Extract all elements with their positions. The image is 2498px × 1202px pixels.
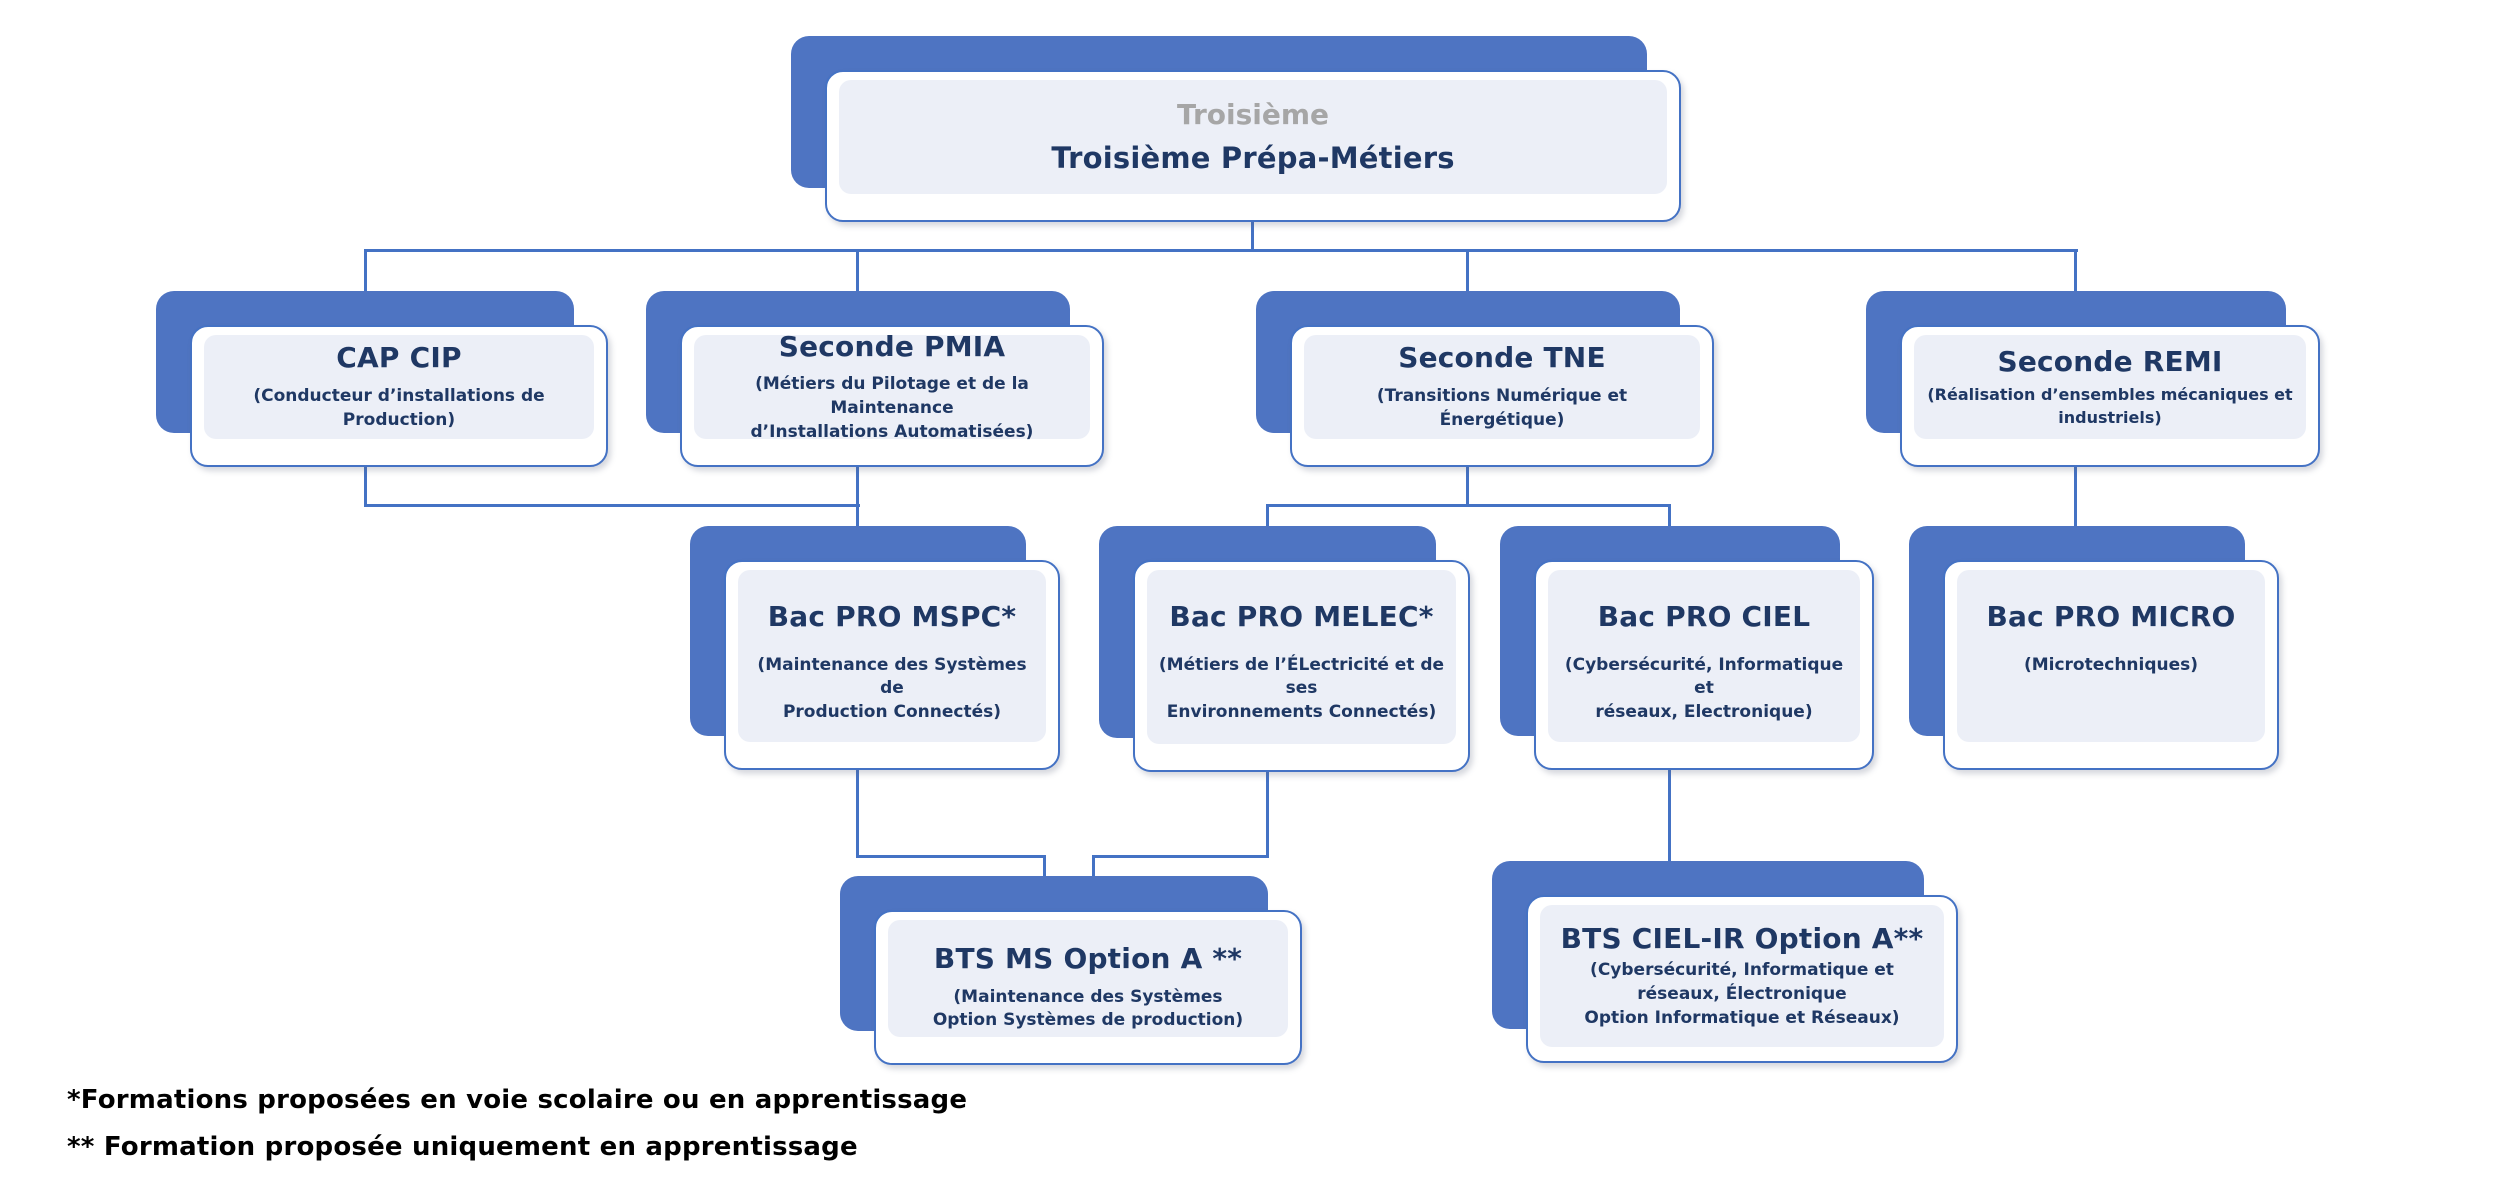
node-micro-panel: Bac PRO MICRO (Microtechniques) <box>1957 570 2265 742</box>
node-cap-cip-panel: CAP CIP (Conducteur d’installations de P… <box>204 335 594 439</box>
connector-split-melec <box>1266 504 1269 526</box>
connector-mspc-btsms <box>1043 855 1046 877</box>
node-remi-subtitle: (Réalisation d’ensembles mécaniques et i… <box>1927 385 2293 427</box>
node-cap-cip-subtitle: (Conducteur d’installations de Productio… <box>253 386 545 430</box>
node-bts-ms-panel: BTS MS Option A ** (Maintenance des Syst… <box>888 920 1288 1037</box>
footnote-scolaire-apprentissage: *Formations proposées en voie scolaire o… <box>67 1085 968 1115</box>
connector-bus-tne <box>1466 249 1469 291</box>
connector-bus-pmia <box>856 249 859 291</box>
node-bts-ciel: BTS CIEL-IR Option A** (Cybersécurité, I… <box>1492 861 1958 1063</box>
node-bts-ms-card: BTS MS Option A ** (Maintenance des Syst… <box>874 910 1302 1065</box>
node-pmia: Seconde PMIA (Métiers du Pilotage et de … <box>646 291 1104 467</box>
node-bts-ciel-card: BTS CIEL-IR Option A** (Cybersécurité, I… <box>1526 895 1958 1063</box>
node-ciel-subtitle: (Cybersécurité, Informatique et réseaux,… <box>1564 654 1844 723</box>
node-remi-card: Seconde REMI (Réalisation d’ensembles mé… <box>1900 325 2320 467</box>
connector-mspc-elbow <box>856 855 1046 858</box>
connector-split-ciel <box>1668 504 1671 526</box>
node-troisieme: Troisième Troisième Prépa-Métiers <box>791 36 1681 222</box>
node-tne-title: Seconde TNE <box>1398 341 1606 375</box>
node-troisieme-card: Troisième Troisième Prépa-Métiers <box>825 70 1681 222</box>
node-remi-panel: Seconde REMI (Réalisation d’ensembles mé… <box>1914 335 2306 439</box>
connector-troisieme-bus <box>1251 222 1254 252</box>
node-mspc-title: Bac PRO MSPC* <box>767 600 1017 633</box>
node-troisieme-title: Troisième Prépa-Métiers <box>1051 141 1455 176</box>
node-micro-card: Bac PRO MICRO (Microtechniques) <box>1943 560 2279 770</box>
node-melec-card: Bac PRO MELEC* (Métiers de l’ÉLectricité… <box>1133 560 1470 772</box>
node-bts-ciel-title: BTS CIEL-IR Option A** <box>1560 921 1924 955</box>
connector-melec-elbow <box>1092 855 1269 858</box>
node-bts-ms-title: BTS MS Option A ** <box>933 942 1243 975</box>
node-micro-title: Bac PRO MICRO <box>1986 600 2236 633</box>
node-pmia-panel: Seconde PMIA (Métiers du Pilotage et de … <box>694 330 1090 442</box>
connector-tne-split <box>1266 504 1671 507</box>
node-pmia-card: Seconde PMIA (Métiers du Pilotage et de … <box>680 325 1104 467</box>
connector-bus-row2 <box>364 249 2078 252</box>
node-bts-ms: BTS MS Option A ** (Maintenance des Syst… <box>840 876 1302 1065</box>
node-cap-cip-card: CAP CIP (Conducteur d’installations de P… <box>190 325 608 467</box>
node-remi-title: Seconde REMI <box>1997 344 2223 378</box>
node-bts-ciel-subtitle: (Cybersécurité, Informatique et réseaux,… <box>1584 960 1900 1028</box>
connector-tne-down <box>1466 467 1469 507</box>
node-ciel-panel: Bac PRO CIEL (Cybersécurité, Informatiqu… <box>1548 570 1860 742</box>
connector-remi-micro <box>2074 467 2077 526</box>
node-micro-subtitle: (Microtechniques) <box>2023 654 2199 675</box>
connector-melec-down <box>1266 772 1269 858</box>
node-cap-cip-title: CAP CIP <box>336 341 462 375</box>
node-pmia-subtitle: (Métiers du Pilotage et de la Maintenanc… <box>750 374 1034 442</box>
node-melec-title: Bac PRO MELEC* <box>1169 600 1434 633</box>
node-melec-subtitle: (Métiers de l’ÉLectricité et de ses Envi… <box>1158 654 1445 723</box>
connector-ciel-btsciel <box>1668 770 1671 862</box>
node-tne-subtitle: (Transitions Numérique et Énergétique) <box>1376 386 1628 430</box>
connector-pmia-mspc <box>856 467 859 526</box>
connector-melec-btsms <box>1092 855 1095 877</box>
connector-mspc-down <box>856 770 859 858</box>
connector-capcip-down <box>364 467 367 507</box>
node-tne-panel: Seconde TNE (Transitions Numérique et Én… <box>1304 335 1700 439</box>
node-bts-ciel-panel: BTS CIEL-IR Option A** (Cybersécurité, I… <box>1540 905 1944 1047</box>
node-troisieme-ghost-label: Troisième <box>1176 97 1330 131</box>
node-melec: Bac PRO MELEC* (Métiers de l’ÉLectricité… <box>1099 526 1470 772</box>
connector-bus-capcip <box>364 249 367 291</box>
connector-bus-remi <box>2074 249 2077 291</box>
node-ciel-title: Bac PRO CIEL <box>1597 600 1811 633</box>
footnote-apprentissage-uniquement: ** Formation proposée uniquement en appr… <box>67 1132 858 1162</box>
node-cap-cip: CAP CIP (Conducteur d’installations de P… <box>156 291 608 467</box>
node-mspc-card: Bac PRO MSPC* (Maintenance des Systèmes … <box>724 560 1060 770</box>
node-mspc: Bac PRO MSPC* (Maintenance des Systèmes … <box>690 526 1060 770</box>
connector-capcip-elbow <box>364 504 860 507</box>
node-ciel: Bac PRO CIEL (Cybersécurité, Informatiqu… <box>1500 526 1874 770</box>
node-tne: Seconde TNE (Transitions Numérique et Én… <box>1256 291 1714 467</box>
node-melec-panel: Bac PRO MELEC* (Métiers de l’ÉLectricité… <box>1147 570 1456 744</box>
node-troisieme-panel: Troisième Troisième Prépa-Métiers <box>839 80 1667 194</box>
node-mspc-subtitle: (Maintenance des Systèmes de Production … <box>757 654 1027 723</box>
node-pmia-title: Seconde PMIA <box>778 329 1006 363</box>
node-tne-card: Seconde TNE (Transitions Numérique et Én… <box>1290 325 1714 467</box>
node-micro: Bac PRO MICRO (Microtechniques) <box>1909 526 2279 770</box>
node-bts-ms-subtitle: (Maintenance des Systèmes Option Système… <box>932 986 1244 1031</box>
node-remi: Seconde REMI (Réalisation d’ensembles mé… <box>1866 291 2320 467</box>
node-ciel-card: Bac PRO CIEL (Cybersécurité, Informatiqu… <box>1534 560 1874 770</box>
node-mspc-panel: Bac PRO MSPC* (Maintenance des Systèmes … <box>738 570 1046 742</box>
